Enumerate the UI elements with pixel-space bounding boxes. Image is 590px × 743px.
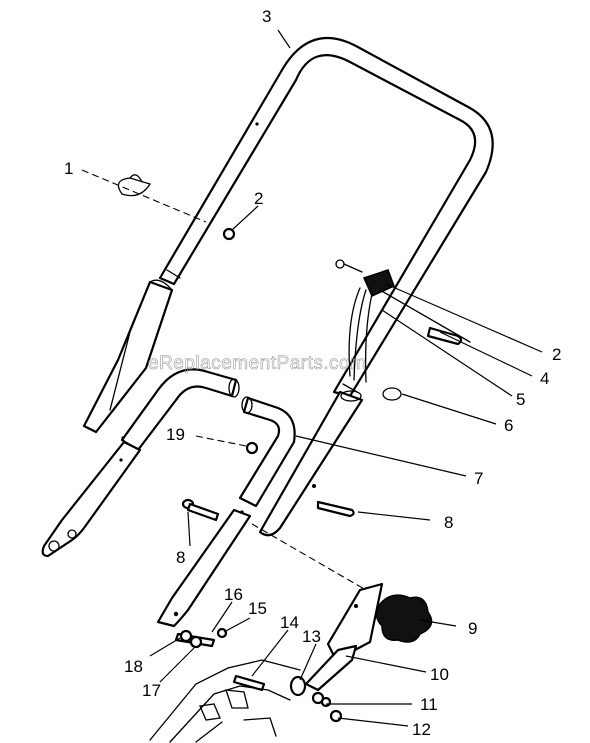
right-lower-tube (258, 390, 364, 537)
callout-13: 13 (302, 627, 321, 646)
callout-12: 12 (412, 720, 431, 739)
callout-8: 8 (444, 513, 453, 532)
callout-14: 14 (280, 613, 299, 632)
callout-18: 18 (124, 657, 143, 676)
callout-3: 3 (262, 7, 271, 26)
callout-1: 1 (64, 159, 73, 178)
callout-16: 16 (224, 585, 243, 604)
upper-handle (158, 36, 494, 398)
right-bracket (304, 582, 384, 692)
callout-8: 8 (176, 548, 185, 567)
deck-fragment (149, 659, 301, 743)
leader-lines (81, 29, 543, 727)
watermark: eReplacementParts.com (148, 353, 367, 374)
upper-left-tube (82, 279, 174, 434)
callout-4: 4 (540, 369, 549, 388)
middle-curved-tube (238, 396, 296, 508)
callout-2: 2 (254, 189, 263, 208)
callout-15: 15 (248, 599, 267, 618)
callout-7: 7 (474, 469, 483, 488)
callout-10: 10 (430, 665, 449, 684)
callout-17: 17 (142, 681, 161, 700)
callout-labels: 1 2 3 2 4 5 6 19 7 8 8 9 16 15 14 13 10 … (64, 7, 561, 739)
callout-6: 6 (504, 416, 513, 435)
knob (375, 594, 433, 643)
callout-11: 11 (420, 695, 438, 714)
cable-assembly (335, 259, 471, 383)
callout-9: 9 (468, 619, 477, 638)
callout-5: 5 (516, 390, 525, 409)
callout-19: 19 (166, 425, 185, 444)
lower-left-handle (41, 368, 240, 558)
callout-2: 2 (552, 345, 561, 364)
lower-bracket-tube (156, 508, 252, 628)
